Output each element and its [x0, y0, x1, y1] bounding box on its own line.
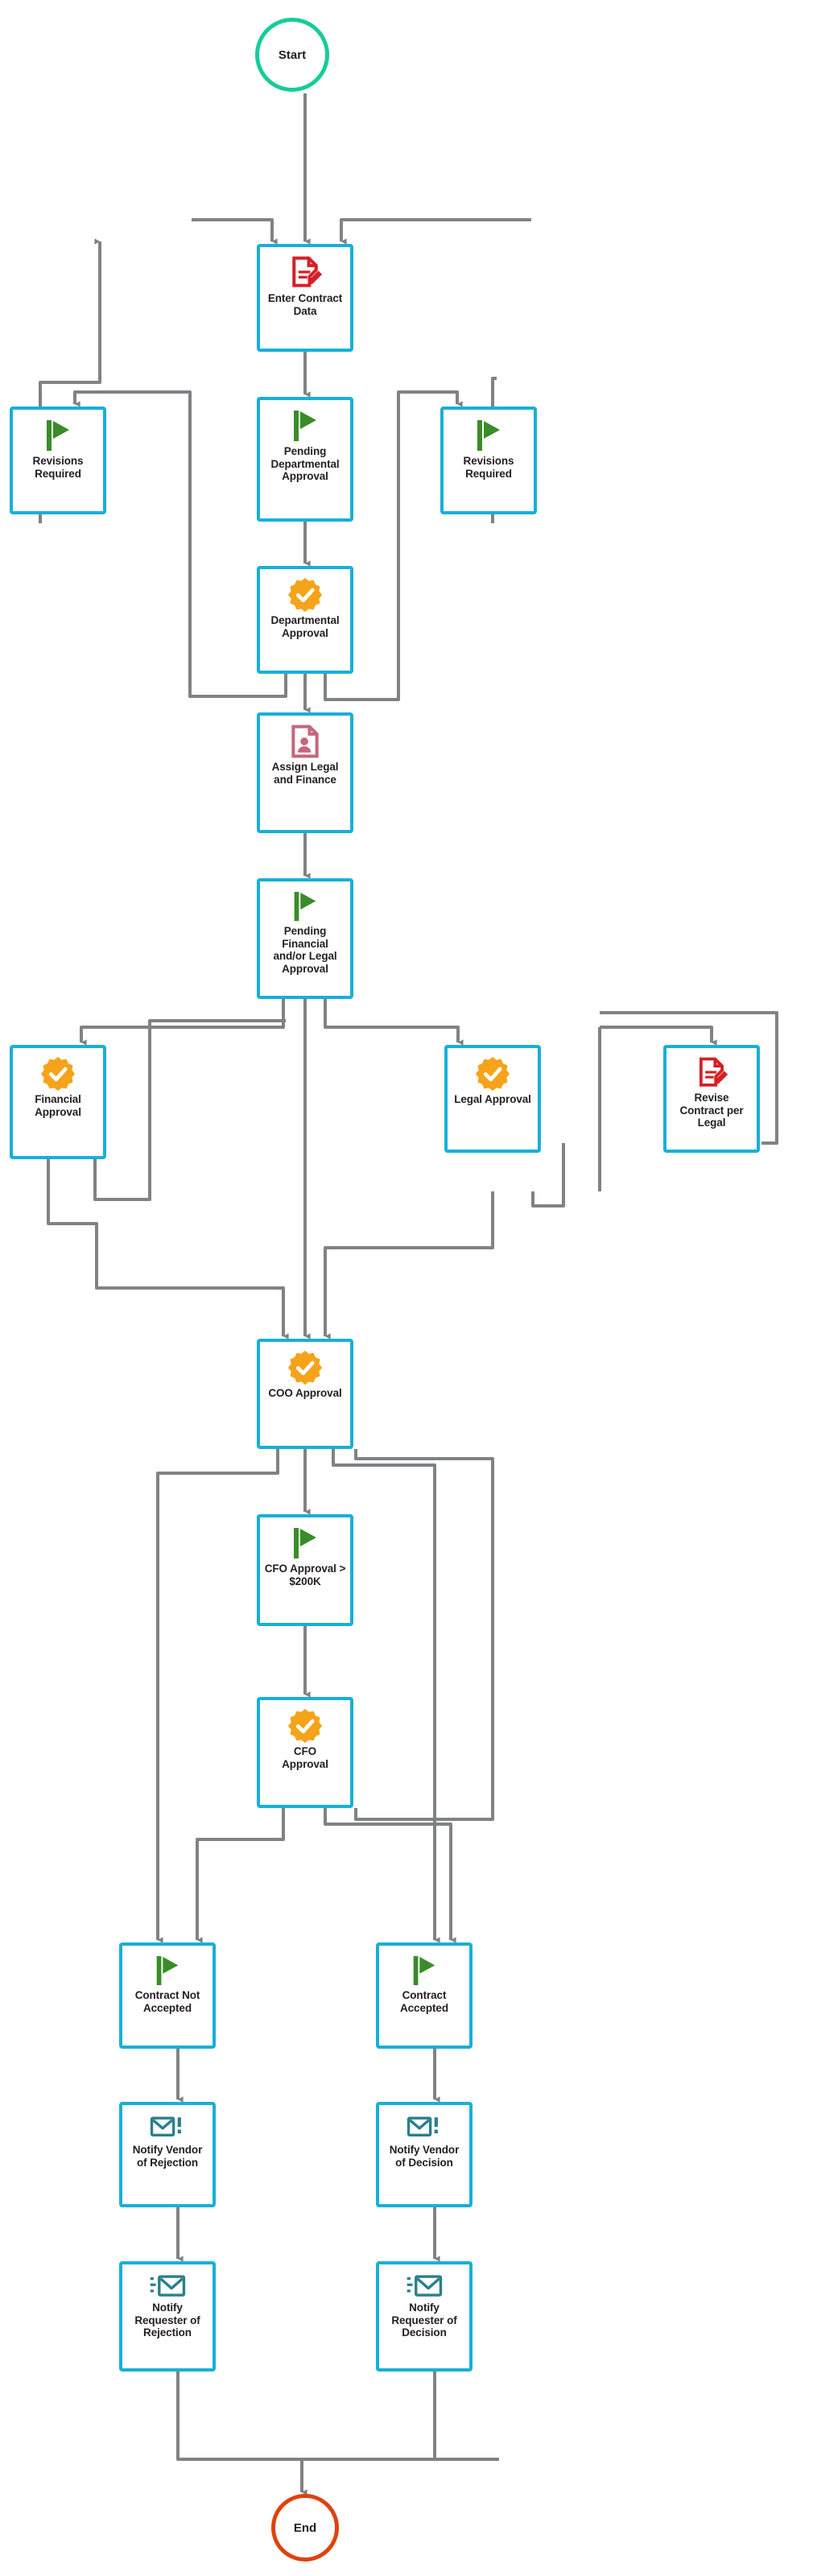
- node-label: Notify Requester of Decision: [391, 2301, 457, 2339]
- green-flag-icon: [42, 418, 74, 453]
- node-label: Notify Vendor of Decision: [389, 2144, 460, 2169]
- approval-badge-icon: [40, 1056, 76, 1092]
- node-label: Departmental Approval: [270, 614, 340, 639]
- mail-alert-icon: [150, 2113, 185, 2142]
- green-flag-icon: [473, 418, 505, 453]
- node-financial-approval[interactable]: Financial Approval: [10, 1045, 106, 1159]
- approval-badge-icon: [287, 1350, 323, 1385]
- node-label: Pending Departmental Approval: [270, 445, 340, 482]
- node-coo-approval[interactable]: COO Approval: [257, 1339, 353, 1449]
- node-enter-contract-data[interactable]: Enter Contract Data: [257, 244, 353, 352]
- node-revisions-required-right[interactable]: Revisions Required: [440, 407, 537, 514]
- node-revisions-required-left[interactable]: Revisions Required: [10, 407, 106, 514]
- node-label: CFO Approval > $200K: [264, 1563, 346, 1587]
- node-label: Contract Accepted: [400, 1989, 448, 2014]
- node-label: Legal Approval: [454, 1093, 531, 1105]
- node-contract-not-accepted[interactable]: Contract Not Accepted: [119, 1942, 216, 2049]
- node-revise-contract-per-legal[interactable]: Revise Contract per Legal: [663, 1045, 760, 1153]
- node-notify-vendor-of-rejection[interactable]: Notify Vendor of Rejection: [119, 2102, 216, 2207]
- node-label: Revisions Required: [32, 455, 84, 480]
- node-label: COO Approval: [268, 1387, 342, 1399]
- node-pending-financial-or-legal-approval[interactable]: Pending Financial and/or Legal Approval: [257, 878, 353, 999]
- start-label: Start: [278, 47, 307, 62]
- node-label: Contract Not Accepted: [134, 1989, 200, 2014]
- node-notify-requester-of-rejection[interactable]: Notify Requester of Rejection: [119, 2261, 216, 2372]
- node-label: Notify Requester of Rejection: [134, 2301, 200, 2339]
- node-label: CFO Approval: [282, 1745, 328, 1770]
- node-label: Notify Vendor of Rejection: [132, 2144, 203, 2169]
- node-cfo-approval[interactable]: CFO Approval: [257, 1697, 353, 1808]
- mail-send-icon: [149, 2273, 186, 2300]
- node-departmental-approval[interactable]: Departmental Approval: [257, 566, 353, 674]
- end-label: End: [293, 2520, 317, 2535]
- approval-badge-icon: [287, 577, 323, 613]
- approval-badge-icon: [475, 1056, 510, 1092]
- node-label: Pending Financial and/or Legal Approval: [273, 925, 337, 975]
- node-label: Enter Contract Data: [267, 292, 343, 317]
- node-label: Revise Contract per Legal: [679, 1092, 744, 1129]
- document-edit-icon: [287, 255, 323, 291]
- approval-badge-icon: [287, 1708, 323, 1744]
- green-flag-icon: [289, 408, 321, 444]
- node-cfo-approval-threshold[interactable]: CFO Approval > $200K: [257, 1514, 353, 1626]
- node-legal-approval[interactable]: Legal Approval: [444, 1045, 541, 1153]
- mail-alert-icon: [406, 2113, 442, 2142]
- green-flag-icon: [409, 1954, 440, 1988]
- end-terminal[interactable]: End: [271, 2494, 339, 2562]
- document-edit-icon: [695, 1056, 728, 1090]
- node-pending-departmental-approval[interactable]: Pending Departmental Approval: [257, 397, 353, 522]
- node-label: Financial Approval: [35, 1093, 81, 1118]
- person-document-icon: [288, 724, 322, 759]
- green-flag-icon: [289, 890, 321, 923]
- node-contract-accepted[interactable]: Contract Accepted: [376, 1942, 473, 2049]
- node-assign-legal-and-finance[interactable]: Assign Legal and Finance: [257, 712, 353, 833]
- start-terminal[interactable]: Start: [255, 18, 329, 92]
- green-flag-icon: [152, 1954, 183, 1988]
- mail-send-icon: [406, 2273, 443, 2300]
- node-notify-requester-of-decision[interactable]: Notify Requester of Decision: [376, 2261, 473, 2372]
- node-label: Revisions Required: [463, 455, 514, 480]
- green-flag-icon: [289, 1525, 321, 1561]
- node-notify-vendor-of-decision[interactable]: Notify Vendor of Decision: [376, 2102, 473, 2207]
- node-label: Assign Legal and Finance: [271, 761, 339, 786]
